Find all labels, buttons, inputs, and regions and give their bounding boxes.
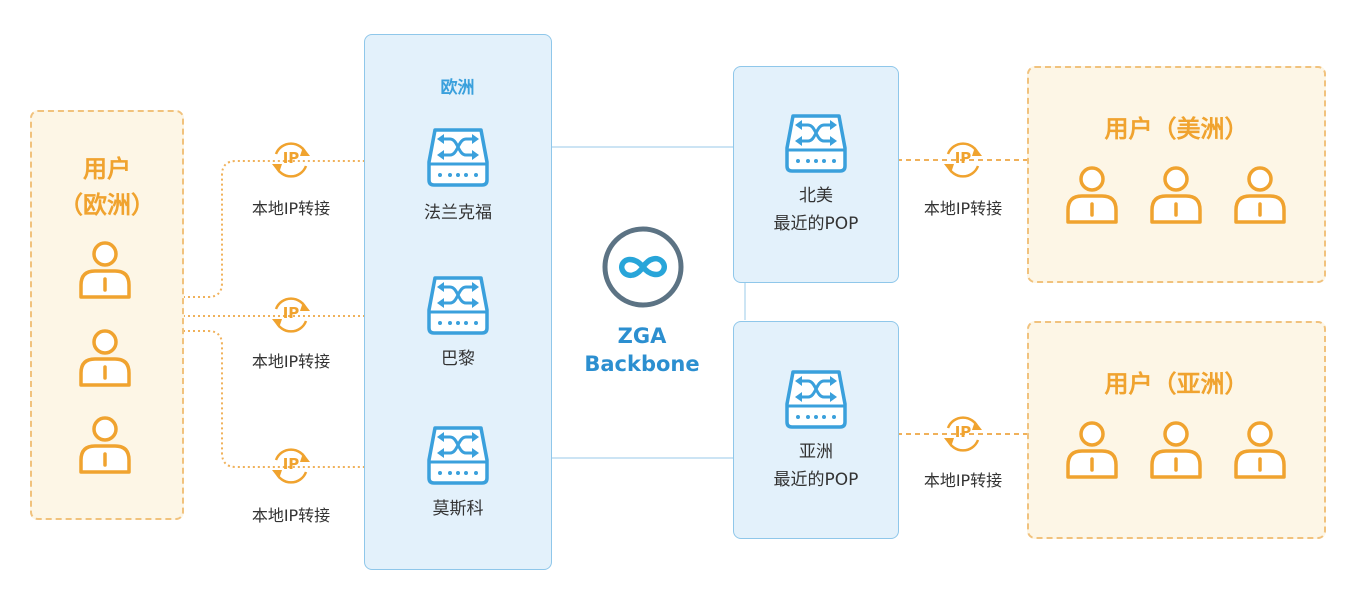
refresh-icon — [272, 448, 310, 484]
ip-badge: IP — [270, 447, 312, 485]
ip-badge-text: IP — [282, 304, 300, 322]
users-europe-title-line2: （欧洲） — [59, 191, 155, 219]
switch-icon — [427, 276, 489, 335]
pop-north-america-panel — [733, 66, 899, 283]
ip-badge-text: IP — [954, 149, 972, 167]
ip-badge-text: IP — [282, 455, 300, 473]
user-icon — [79, 329, 131, 387]
user-icon — [1150, 166, 1202, 224]
switch-icon — [785, 370, 847, 429]
ip-forward-label: 本地IP转接 — [923, 199, 1003, 218]
switch-icon — [785, 114, 847, 173]
switch-icon — [427, 128, 489, 187]
europe-region-title: 欧洲 — [440, 78, 475, 98]
refresh-icon — [272, 142, 310, 178]
ip-badge: IP — [942, 415, 984, 453]
ip-badge: IP — [942, 141, 984, 179]
ip-forward-label: 本地IP转接 — [251, 199, 331, 218]
user-icon — [1234, 421, 1286, 479]
ip-badge-text: IP — [282, 149, 300, 167]
user-icon — [1066, 166, 1118, 224]
pop-north-america-line1: 北美 — [799, 186, 833, 206]
ip-badge: IP — [270, 296, 312, 334]
backbone-title-line2: Backbone — [584, 352, 700, 376]
pop-asia-line2: 最近的POP — [773, 470, 859, 490]
node-label-paris: 巴黎 — [441, 349, 475, 369]
user-icon — [79, 416, 131, 474]
switch-icon — [427, 426, 489, 485]
ip-badge: IP — [270, 141, 312, 179]
ip-forward-label: 本地IP转接 — [251, 506, 331, 525]
ip-badge-text: IP — [954, 423, 972, 441]
pop-north-america-line2: 最近的POP — [773, 214, 859, 234]
user-icon — [1066, 421, 1118, 479]
pop-asia-line1: 亚洲 — [799, 442, 833, 462]
user-icon — [79, 241, 131, 299]
node-label-moscow: 莫斯科 — [432, 499, 484, 519]
infinity-icon — [602, 226, 684, 308]
users-americas-title: 用户（美洲） — [1104, 115, 1249, 143]
refresh-icon — [272, 297, 310, 333]
users-asia-title: 用户（亚洲） — [1104, 370, 1249, 398]
refresh-icon — [944, 416, 982, 452]
refresh-icon — [944, 142, 982, 178]
user-icon — [1234, 166, 1286, 224]
node-label-frankfurt: 法兰克福 — [424, 203, 492, 223]
ip-forward-label: 本地IP转接 — [923, 471, 1003, 490]
backbone-title-line1: ZGA — [617, 324, 667, 348]
users-europe-title-line1: 用户 — [83, 155, 131, 183]
pop-asia-panel — [733, 321, 899, 539]
ip-forward-label: 本地IP转接 — [251, 352, 331, 371]
user-icon — [1150, 421, 1202, 479]
